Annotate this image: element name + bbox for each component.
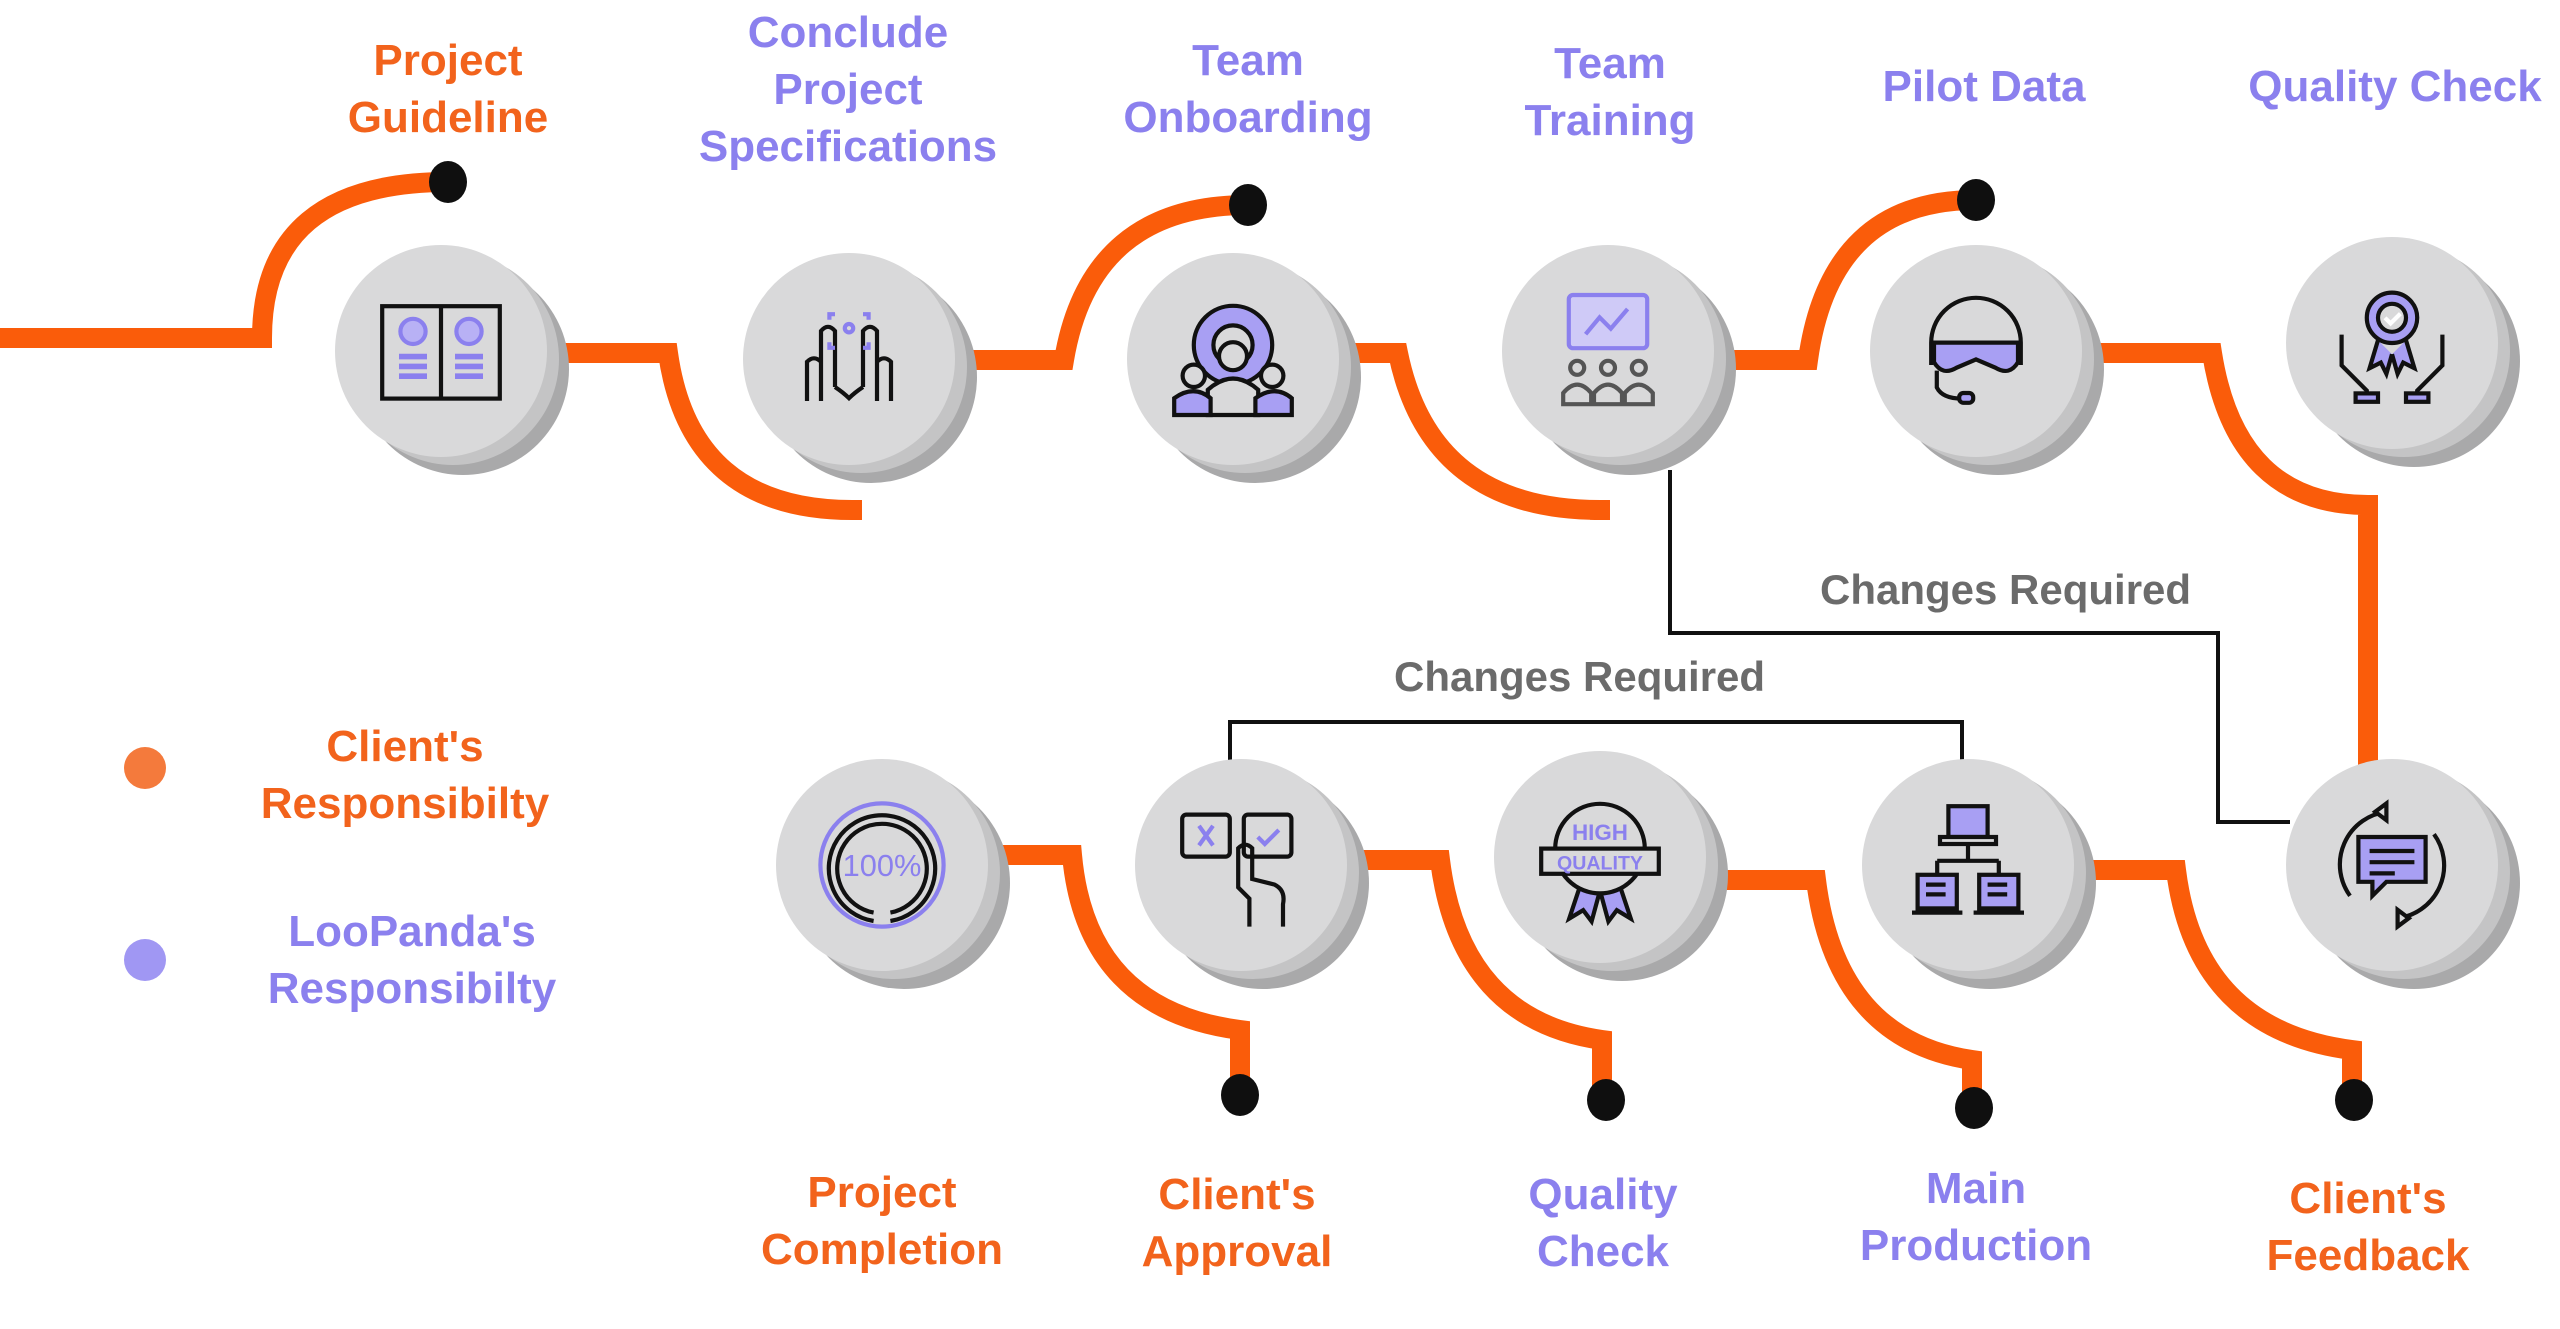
label-line: Team xyxy=(1554,39,1666,88)
endpoint-dot xyxy=(1221,1074,1259,1116)
path-segment-8 xyxy=(1720,870,1982,1105)
step-pilot-data xyxy=(1870,245,2104,475)
label-project-guideline: Project Guideline xyxy=(348,32,548,146)
legend-dot-client xyxy=(124,747,166,789)
label-line: Client's xyxy=(326,722,484,771)
label-team-onboarding: Team Onboarding xyxy=(1123,32,1372,146)
label-line: Main xyxy=(1925,1164,2027,1213)
endpoint-dot xyxy=(1229,184,1267,226)
label-line: LooPanda's xyxy=(288,907,536,956)
endpoint-dot xyxy=(2335,1079,2373,1121)
step-main-production xyxy=(1862,759,2096,989)
percent-100-icon: 100% xyxy=(818,801,946,929)
path-segment-2 xyxy=(960,195,1249,370)
label-team-training: Team Training xyxy=(1524,35,1695,149)
feedback-cycle-icon xyxy=(2337,799,2447,931)
label-line: Guideline xyxy=(347,93,549,142)
step-team-training xyxy=(1502,245,1736,475)
endpoint-dot xyxy=(1957,179,1995,221)
training-board-icon xyxy=(1561,292,1655,407)
step-team-onboarding xyxy=(1127,253,1361,483)
step-project-guideline xyxy=(335,245,569,475)
label-quality-check-bottom: Quality Check xyxy=(1528,1166,1677,1280)
label-clients-approval: Client's Approval xyxy=(1142,1166,1333,1280)
pilot-helmet-icon xyxy=(1929,295,2023,405)
label-line: Feedback xyxy=(2266,1231,2470,1280)
label-line: Client's xyxy=(2289,1174,2447,1223)
hands-frame-icon xyxy=(804,312,894,402)
step-clients-feedback xyxy=(2286,759,2520,989)
path-segment-9 xyxy=(2084,860,2362,1098)
label-line: Production xyxy=(1859,1221,2093,1270)
label-line: Project xyxy=(373,36,523,85)
award-hands-icon xyxy=(2339,290,2445,404)
changes-required-label-lower: Changes Required xyxy=(1394,653,1766,700)
changes-required-label-upper: Changes Required xyxy=(1820,566,2192,613)
approval-click-icon xyxy=(1180,812,1294,927)
path-segment-start xyxy=(0,172,449,348)
step-quality-check-bottom: HIGH QUALITY xyxy=(1494,751,1728,981)
label-main-production: Main Production xyxy=(1860,1160,2092,1274)
label-line: Client's xyxy=(1158,1170,1316,1219)
label-clients-feedback: Client's Feedback xyxy=(2267,1170,2470,1284)
label-line: Responsibilty xyxy=(267,964,557,1013)
legend-dot-loopanda xyxy=(124,939,166,981)
guideline-book-icon xyxy=(380,304,502,401)
path-segment-5 xyxy=(2080,343,2378,775)
label-line: Quality Check xyxy=(2248,62,2542,111)
feedback-line-to-training xyxy=(1668,470,2290,824)
label-line: Conclude xyxy=(747,8,949,57)
endpoint-dot xyxy=(429,161,467,203)
label-line: Specifications xyxy=(698,122,998,171)
legend-label-client: Client's Responsibilty xyxy=(261,718,550,832)
label-line: Project xyxy=(807,1168,957,1217)
label-line: Quality xyxy=(1528,1170,1678,1219)
high-quality-badge-icon: HIGH QUALITY xyxy=(1539,801,1661,927)
label-line: Responsibilty xyxy=(260,779,550,828)
step-clients-approval xyxy=(1135,759,1369,989)
label-line: Approval xyxy=(1141,1227,1333,1276)
label-line: Team xyxy=(1192,36,1304,85)
legend-label-loopanda: LooPanda's Responsibilty xyxy=(268,903,557,1017)
path-segment-7 xyxy=(1350,850,1612,1098)
network-production-icon xyxy=(1912,804,2024,915)
endpoint-dot xyxy=(1587,1079,1625,1121)
step-project-completion: 100% xyxy=(776,759,1010,989)
step-conclude-specifications xyxy=(743,253,977,483)
label-conclude-specifications: Conclude Project Specifications xyxy=(699,4,997,175)
label-line: Onboarding xyxy=(1123,93,1373,142)
step-quality-check-top xyxy=(2286,237,2520,467)
path-segment-3 xyxy=(1340,343,1610,520)
path-segment-4 xyxy=(1712,190,1977,370)
label-line: Pilot Data xyxy=(1882,62,2086,111)
path-segment-6 xyxy=(990,845,1250,1092)
label-line: Project xyxy=(773,65,923,114)
label-line: Training xyxy=(1524,96,1696,145)
svg-text:HIGH: HIGH xyxy=(1572,820,1628,845)
svg-text:QUALITY: QUALITY xyxy=(1557,853,1643,875)
team-gear-icon xyxy=(1172,303,1294,418)
endpoint-dot xyxy=(1955,1087,1993,1129)
label-line: Check xyxy=(1536,1227,1670,1276)
svg-text:100%: 100% xyxy=(843,848,922,883)
path-segment-1 xyxy=(540,343,862,520)
label-quality-check-top: Quality Check xyxy=(2248,58,2541,115)
label-pilot-data: Pilot Data xyxy=(1883,58,2086,115)
label-project-completion: Project Completion xyxy=(761,1164,1003,1278)
label-line: Completion xyxy=(761,1225,1003,1274)
feedback-line-to-production xyxy=(1228,720,1964,782)
